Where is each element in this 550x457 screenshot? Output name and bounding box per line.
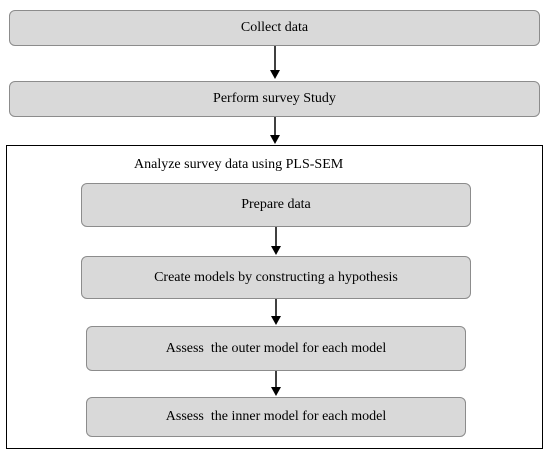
step-assess-outer-model: Assess the outer model for each model [86, 326, 466, 371]
step-assess-outer-model-label: Assess the outer model for each model [165, 340, 387, 356]
analysis-title: Analyze survey data using PLS-SEM [134, 157, 344, 172]
step-assess-inner-model-label: Assess the inner model for each model [165, 409, 387, 424]
arrow-down-icon [270, 117, 280, 144]
step-prepare-data-label: Prepare data [241, 197, 311, 212]
step-prepare-data: Prepare data [81, 183, 471, 227]
arrow-down-icon [271, 227, 281, 255]
step-perform-survey: Perform survey Study [9, 81, 540, 117]
step-perform-survey-label: Perform survey Study [213, 91, 336, 106]
step-assess-inner-model: Assess the inner model for each model [86, 397, 466, 437]
arrow-down-icon [271, 371, 281, 396]
step-create-models: Create models by constructing a hypothes… [81, 256, 471, 299]
arrow-down-icon [270, 46, 280, 79]
step-collect-data: Collect data [9, 10, 540, 46]
arrow-down-icon [271, 299, 281, 325]
step-collect-data-label: Collect data [240, 20, 309, 35]
step-create-models-label: Create models by constructing a hypothes… [154, 269, 398, 285]
